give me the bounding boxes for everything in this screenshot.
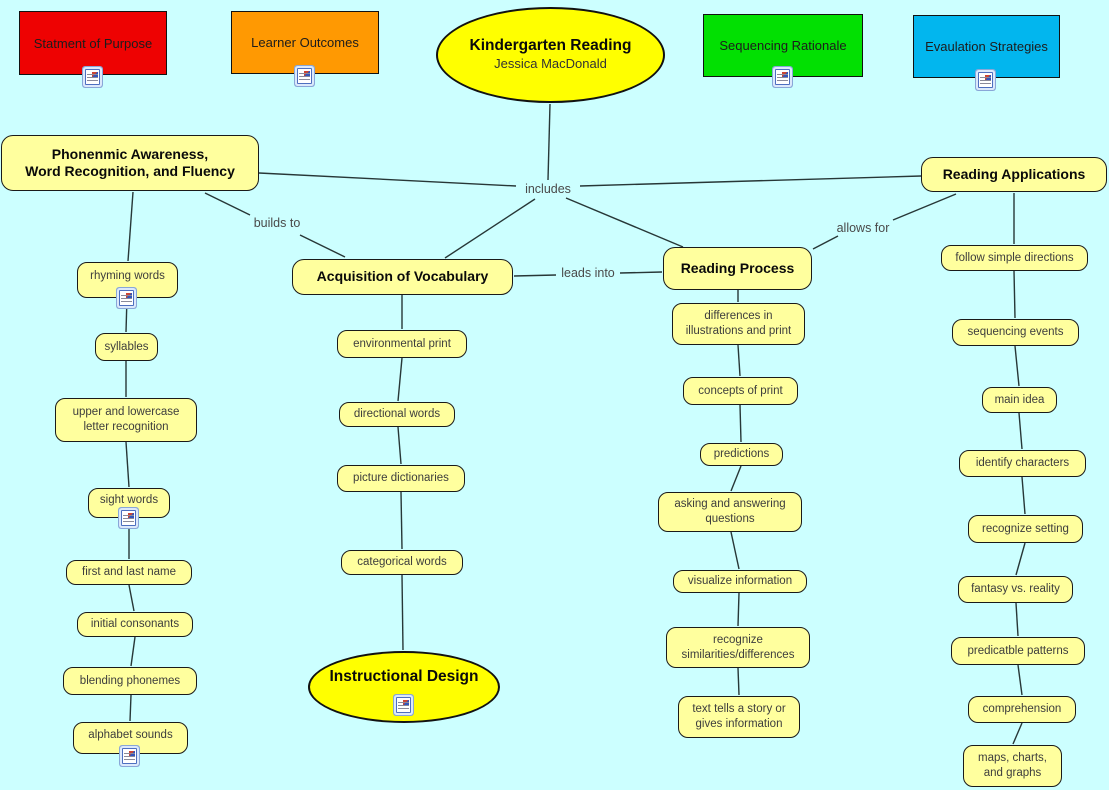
node-directional-words[interactable]: directional words [339,402,455,427]
note-icon[interactable] [297,68,312,84]
note-icon[interactable] [85,69,100,85]
node-recognize-similarities[interactable]: recognize similarities/differences [666,627,810,668]
note-icon[interactable] [121,510,136,526]
node-maps-charts-graphs[interactable]: maps, charts, and graphs [963,745,1062,787]
node-comprehension[interactable]: comprehension [968,696,1076,723]
node-sequencing-events[interactable]: sequencing events [952,319,1079,346]
node-categorical-words[interactable]: categorical words [341,550,463,575]
note-icon[interactable] [775,69,790,85]
node-syllables[interactable]: syllables [95,333,158,361]
node-environmental-print[interactable]: environmental print [337,330,467,358]
link-label-leads-into[interactable]: leads into [561,266,615,280]
node-asking-answering[interactable]: asking and answering questions [658,492,802,532]
statement-of-purpose-node[interactable]: Statment of Purpose [19,11,167,75]
node-initial-consonants[interactable]: initial consonants [77,612,193,637]
instructional-design-label: Instructional Design [329,667,479,685]
link-label-includes[interactable]: includes [525,182,571,196]
phonemic-awareness-node[interactable]: Phonenmic Awareness, Word Recognition, a… [1,135,259,191]
acquisition-of-vocabulary-node[interactable]: Acquisition of Vocabulary [292,259,513,295]
node-rhyming-words[interactable]: rhyming words [77,262,178,298]
node-first-last-name[interactable]: first and last name [66,560,192,585]
node-visualize-information[interactable]: visualize information [673,570,807,593]
link-label-allows-for[interactable]: allows for [836,221,890,235]
node-picture-dictionaries[interactable]: picture dictionaries [337,465,465,492]
sequencing-rationale-node[interactable]: Sequencing Rationale [703,14,863,77]
node-text-tells-story[interactable]: text tells a story or gives information [678,696,800,738]
node-main-idea[interactable]: main idea [982,387,1057,413]
note-icon[interactable] [978,72,993,88]
node-recognize-setting[interactable]: recognize setting [968,515,1083,543]
reading-applications-node[interactable]: Reading Applications [921,157,1107,192]
node-predictable-patterns[interactable]: predicatble patterns [951,637,1085,665]
node-identify-characters[interactable]: identify characters [959,450,1086,477]
node-predictions[interactable]: predictions [700,443,783,466]
map-title: Kindergarten Reading [469,37,632,55]
map-author: Jessica MacDonald [494,55,607,71]
node-differences-illustrations[interactable]: differences in illustrations and print [672,303,805,345]
node-follow-directions[interactable]: follow simple directions [941,245,1088,271]
kindergarten-reading-node[interactable]: Kindergarten Reading Jessica MacDonald [436,7,665,103]
note-icon[interactable] [396,697,411,713]
node-blending-phonemes[interactable]: blending phonemes [63,667,197,695]
evaulation-strategies-node[interactable]: Evaulation Strategies [913,15,1060,78]
note-icon[interactable] [119,290,134,306]
learner-outcomes-node[interactable]: Learner Outcomes [231,11,379,74]
reading-process-node[interactable]: Reading Process [663,247,812,290]
link-label-builds-to[interactable]: builds to [253,216,301,230]
node-fantasy-reality[interactable]: fantasy vs. reality [958,576,1073,603]
node-upper-lowercase[interactable]: upper and lowercase letter recognition [55,398,197,442]
node-concepts-of-print[interactable]: concepts of print [683,377,798,405]
note-icon[interactable] [122,748,137,764]
